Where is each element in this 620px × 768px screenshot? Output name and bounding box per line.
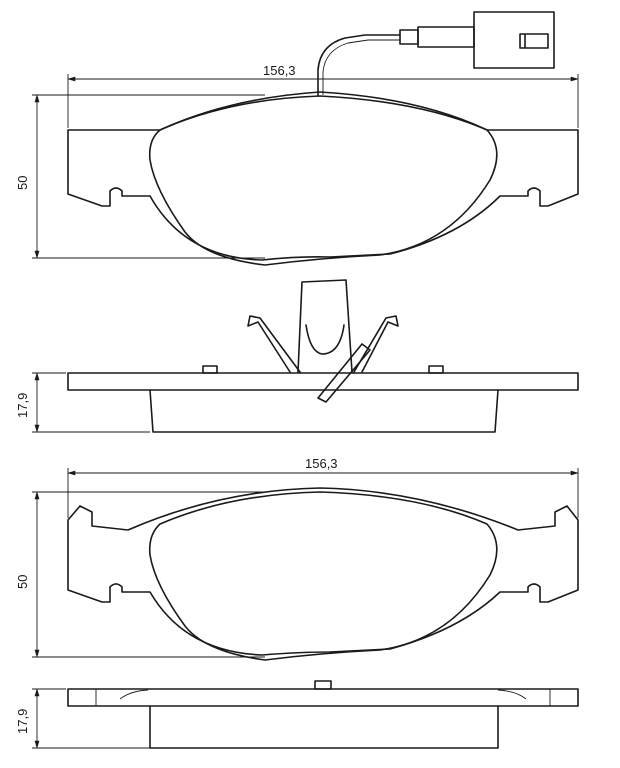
bottom-height-label: 50 [15, 575, 30, 589]
spring-clip-rod [317, 343, 371, 403]
top-side-lug-left [202, 365, 218, 374]
top-pad-face-view: 156,3 50 [15, 11, 579, 266]
top-width-label: 156,3 [263, 63, 296, 78]
bottom-side-chamfer-left [95, 689, 149, 706]
top-height-label: 50 [15, 176, 30, 190]
top-side-backing-plate [67, 372, 579, 391]
bottom-backing-plate [67, 487, 579, 656]
bottom-thickness-label: 17,9 [15, 709, 30, 734]
wear-sensor-connector [473, 11, 555, 69]
spring-clip-slot [305, 324, 345, 355]
top-wear-sensor-wire-inner [322, 39, 400, 95]
bottom-pad-side-view: 17,9 [15, 680, 579, 749]
bottom-friction-pad [148, 491, 498, 661]
top-side-lug-right [428, 365, 444, 374]
top-backing-plate [67, 91, 579, 261]
top-thickness-label: 17,9 [15, 393, 30, 418]
bottom-width-label: 156,3 [305, 456, 338, 471]
top-side-friction [149, 389, 499, 433]
spring-clip-left-arm [247, 315, 301, 373]
spring-clip-right-arm [353, 315, 399, 373]
spring-clip-body [297, 279, 353, 373]
top-friction-pad [148, 95, 498, 266]
bottom-pad-face-view: 156,3 50 [15, 456, 579, 661]
wear-sensor-sleeve-2 [417, 26, 475, 48]
top-wear-sensor-wire [317, 34, 401, 97]
bottom-side-friction [149, 705, 499, 749]
connector-latch [519, 33, 549, 49]
wear-sensor-sleeve [399, 29, 419, 45]
bottom-side-backing-plate [67, 688, 579, 707]
top-pad-side-view: 17,9 [15, 279, 579, 433]
bottom-side-lug [314, 680, 332, 690]
bottom-side-chamfer-right [497, 689, 551, 706]
